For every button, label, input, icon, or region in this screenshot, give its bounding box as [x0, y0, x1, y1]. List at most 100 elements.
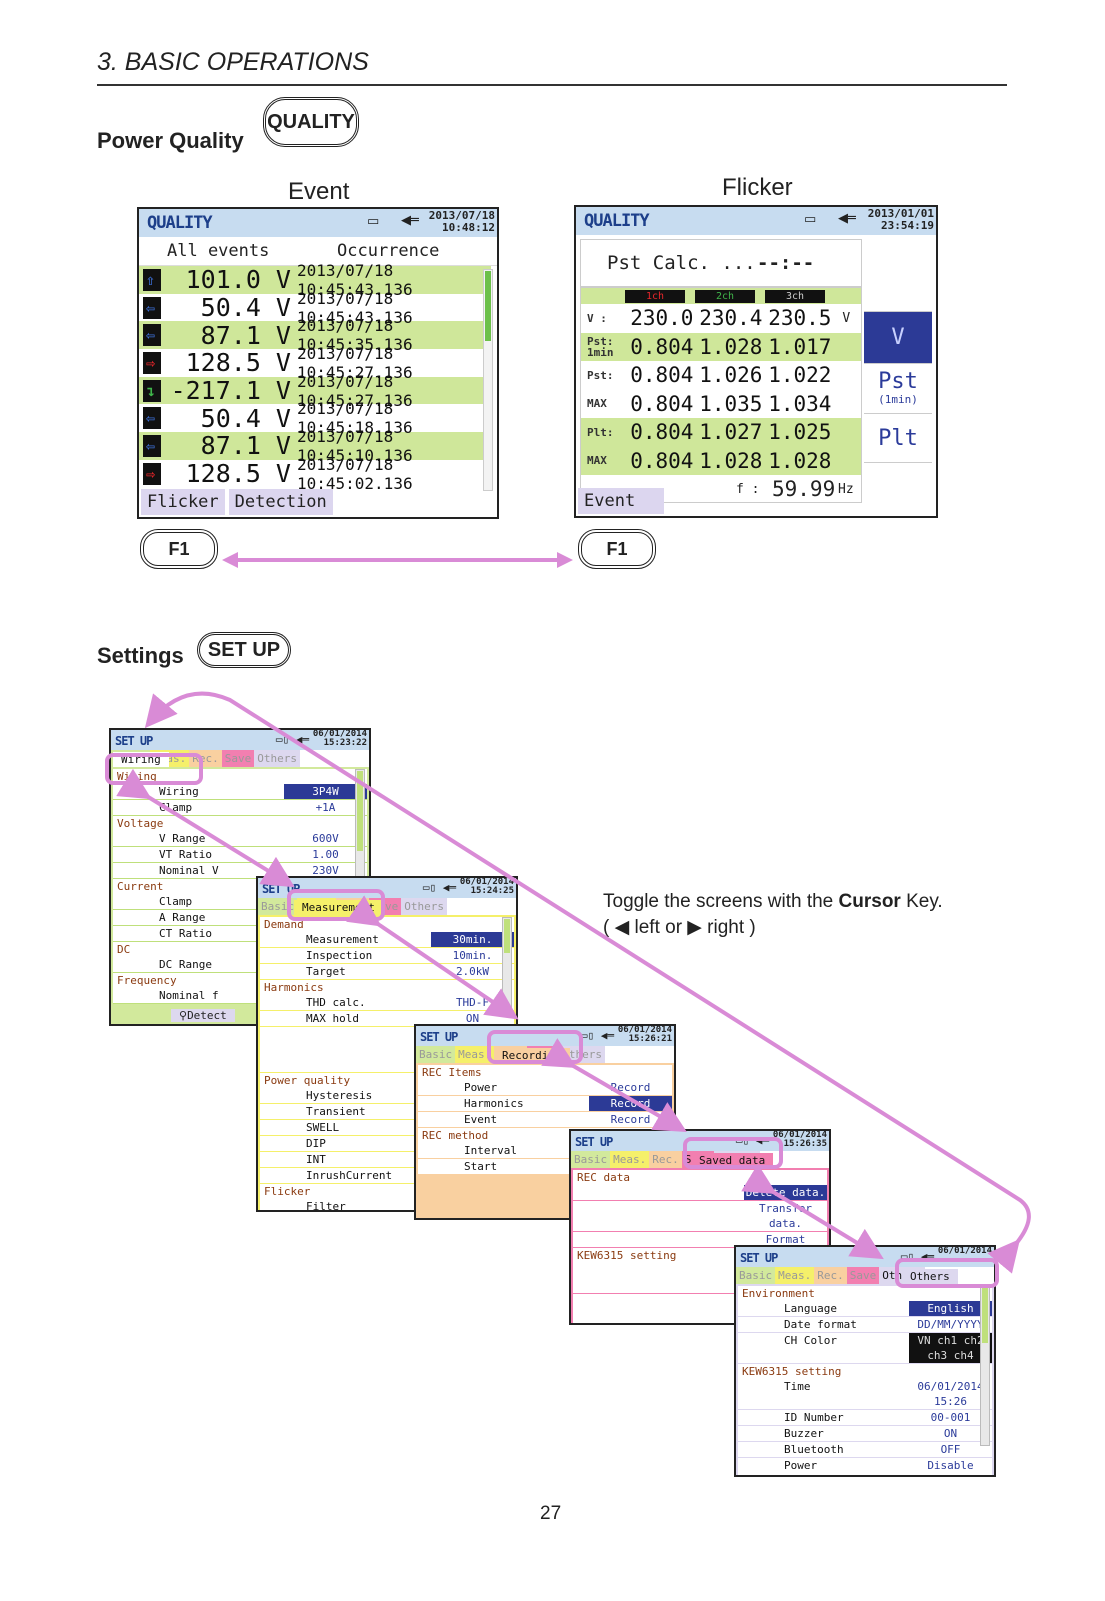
channel-value: 1.028: [699, 448, 763, 473]
section-title: 3. BASIC OPERATIONS: [97, 48, 369, 76]
col-occurrence: Occurrence: [337, 241, 440, 261]
v-button-label: V: [891, 325, 905, 350]
row-label: Plt:: [587, 425, 614, 439]
setting-name: Bluetooth: [784, 1443, 844, 1456]
plt-button[interactable]: Plt: [864, 413, 932, 463]
f1-event-tab[interactable]: Event: [578, 488, 664, 514]
flicker-screen: QUALITY ▭ ◀═ 2013/01/01 23:54:19 Pst Cal…: [574, 205, 938, 518]
pst-calc-label: Pst Calc. ...: [607, 252, 756, 274]
title-divider: [97, 84, 1007, 86]
setting-name: Time: [784, 1380, 811, 1393]
pst-calc-panel: Pst Calc. ... --:--: [580, 239, 862, 287]
dip-icon: ⇦: [143, 407, 161, 430]
setting-group-label: KEW6315 setting: [742, 1365, 842, 1378]
setting-value[interactable]: 00-001: [930, 1411, 971, 1424]
freq-label: f :: [736, 481, 760, 497]
scrollbar-thumb[interactable]: [485, 271, 491, 341]
event-value: 128.5 V: [185, 348, 291, 378]
sd-card-icon: ▭: [367, 214, 380, 229]
f1-flicker-tab[interactable]: Flicker: [141, 489, 225, 515]
channel-label: 2ch: [695, 289, 755, 303]
channel-value: 0.804: [630, 363, 694, 388]
channel-value: 1.022: [768, 363, 832, 388]
pst-1min-button[interactable]: Pst (1min): [864, 363, 932, 413]
setting-value[interactable]: ON: [943, 1427, 958, 1440]
channel-value: 230.0: [630, 306, 694, 331]
setting-name: Buzzer: [784, 1427, 824, 1440]
page-number: 27: [540, 1503, 562, 1524]
arrow-recording-saved: [541, 1038, 687, 1133]
channel-label: 1ch: [625, 289, 685, 303]
screen-date: 2013/01/01: [867, 207, 934, 220]
channel-value: 0.804: [630, 448, 694, 473]
setting-row[interactable]: Bluetooth OFF: [738, 1442, 992, 1458]
setting-row[interactable]: Buzzer ON: [738, 1426, 992, 1442]
pst-button-label: Pst: [878, 369, 918, 394]
setting-value[interactable]: VN ch1 ch2 ch3 ch4: [909, 1333, 992, 1363]
event-value: 50.4 V: [200, 403, 291, 433]
f2-detection-tab[interactable]: Detection: [228, 489, 333, 515]
event-timestamp: 2013/07/18 10:45:35.136: [296, 316, 413, 355]
setting-row[interactable]: Time 06/01/2014 15:26: [738, 1379, 992, 1410]
setting-value[interactable]: DD/MM/YYYY: [917, 1318, 984, 1331]
event-scrollbar[interactable]: [483, 269, 493, 491]
event-timestamp: 2013/07/18 10:45:18.136: [296, 399, 413, 438]
arrow-saved-others: [741, 1163, 884, 1260]
event-timestamp: 2013/07/18 10:45:10.136: [296, 426, 413, 465]
freq-unit: Hz: [838, 481, 854, 497]
v-display-button[interactable]: V: [864, 311, 932, 363]
channel-value: 0.804: [630, 334, 694, 359]
row-label: MAX: [587, 454, 607, 468]
channel-label: 3ch: [765, 289, 825, 303]
screen-time: 10:48:12: [442, 221, 495, 234]
screen-title: QUALITY: [584, 211, 650, 231]
setup-key: SET UP: [197, 632, 291, 668]
event-caption: Event: [288, 178, 350, 205]
sd-card-icon: ▭: [804, 212, 817, 227]
col-all-events[interactable]: All events: [167, 241, 270, 261]
power-quality-heading: Power Quality: [97, 128, 244, 153]
power-plug-icon: ◀═: [401, 213, 419, 228]
channel-value: 0.804: [630, 420, 694, 445]
scrollbar-thumb[interactable]: [982, 1288, 988, 1344]
channel-value: 1.034: [768, 391, 832, 416]
setting-value[interactable]: OFF: [940, 1443, 961, 1456]
flicker-screen-header: QUALITY ▭ ◀═ 2013/01/01 23:54:19: [576, 207, 936, 235]
setting-group-label: DC: [117, 943, 131, 956]
arrowhead-left: [222, 552, 238, 568]
event-screen-header: QUALITY ▭ ◀═ 2013/07/18 10:48:12: [139, 209, 497, 237]
transient-icon: ⇨: [143, 351, 161, 374]
event-timestamp: 2013/07/18 10:45:02.136: [296, 454, 413, 493]
setting-value[interactable]: English: [909, 1301, 992, 1316]
screen-time: 23:54:19: [881, 219, 934, 232]
screen-datetime: 2013/01/01 23:54:19: [868, 208, 934, 232]
channel-value: 1.035: [699, 391, 763, 416]
quality-key: QUALITY: [263, 97, 359, 147]
event-value: -217.1 V: [170, 376, 291, 406]
row-label: MAX: [587, 397, 607, 411]
setting-value[interactable]: Disable auto-off: [924, 1459, 977, 1475]
event-timestamp: 2013/07/18 10:45:43.136: [296, 288, 413, 327]
channel-value: 1.028: [768, 448, 832, 473]
setting-value[interactable]: 06/01/2014 15:26: [917, 1380, 984, 1408]
channel-value: 1.028: [699, 334, 763, 359]
